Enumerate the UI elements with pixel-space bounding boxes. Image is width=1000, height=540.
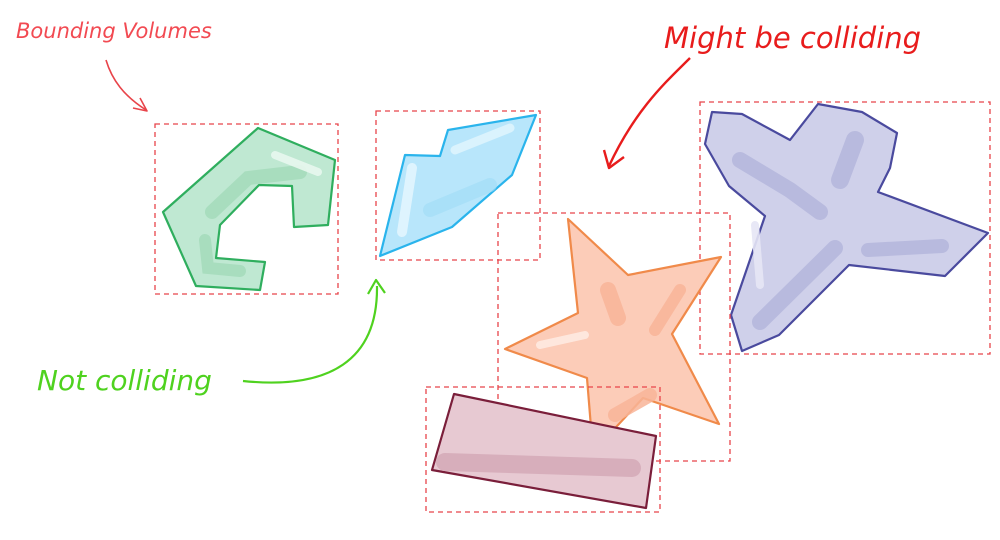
not-colliding-label: Not colliding xyxy=(37,364,212,397)
blue-crystal-polygon xyxy=(378,113,538,258)
green-c-polygon xyxy=(161,126,337,292)
maroon-bounding-box xyxy=(425,386,661,513)
purple-bounding-box xyxy=(699,101,991,355)
bounding-volumes-arrow-head xyxy=(132,97,148,112)
orange-star xyxy=(503,217,723,454)
blue-bounding-box xyxy=(375,110,541,261)
maroon-rectangle xyxy=(430,392,658,510)
not-colliding-arrow xyxy=(242,285,379,384)
purple-cross-shape xyxy=(703,102,990,353)
bounding-volumes-label: Bounding Volumes xyxy=(16,19,212,43)
not-colliding-arrow-head xyxy=(367,278,386,295)
green-bounding-box xyxy=(154,123,339,295)
bounding-volumes-arrow xyxy=(105,59,147,111)
might-be-colliding-label: Might be colliding xyxy=(664,21,921,55)
might-be-colliding-arrow-head xyxy=(602,149,625,170)
might-be-colliding-arrow xyxy=(607,57,691,167)
